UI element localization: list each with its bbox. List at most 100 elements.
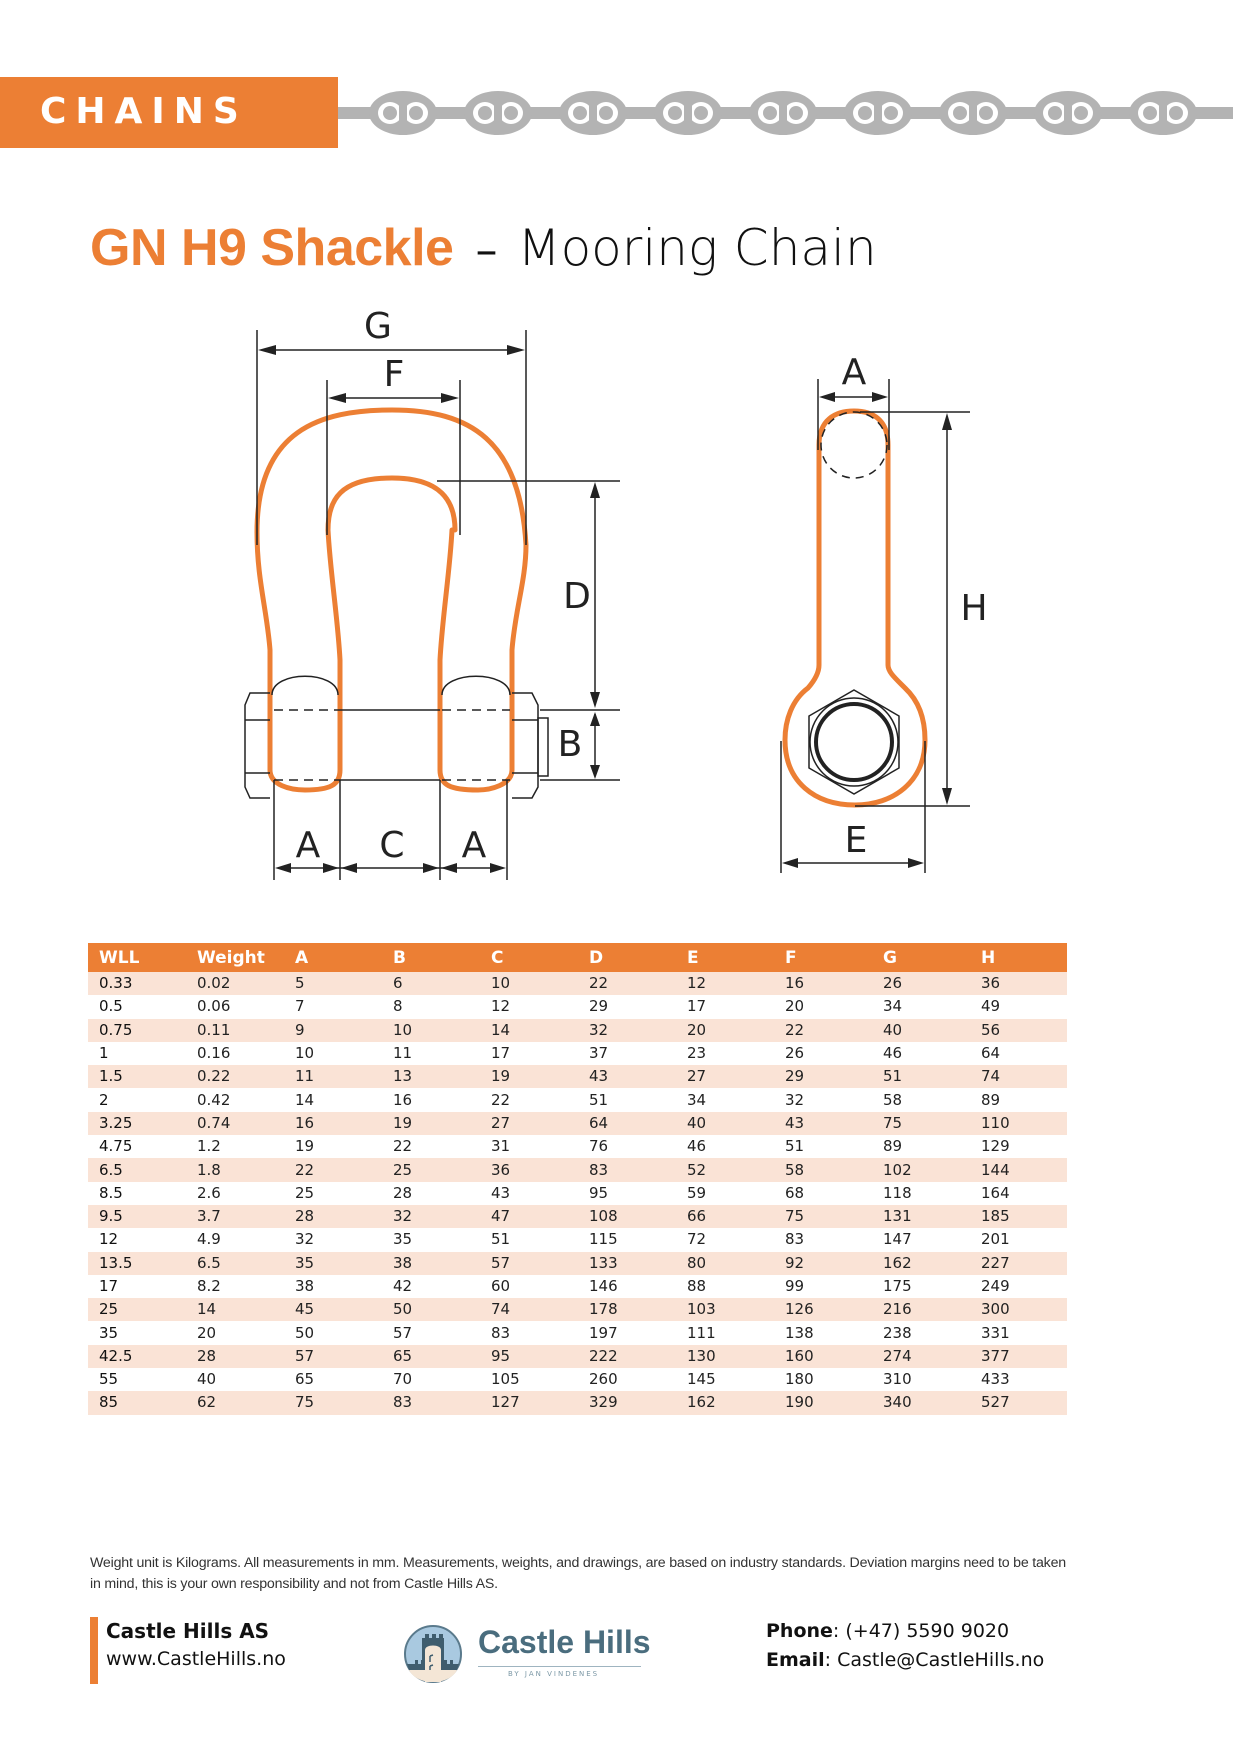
table-cell-c: 36 [480, 1158, 578, 1182]
section-header-band: CHAINS [0, 77, 338, 148]
table-cell-c: 19 [480, 1065, 578, 1089]
column-header-b: B [382, 943, 480, 972]
table-cell-d: 51 [589, 1090, 609, 1109]
table-cell-d: 115 [589, 1230, 618, 1249]
table-cell-d: 329 [578, 1391, 676, 1415]
table-cell-f: 16 [774, 972, 872, 996]
table-cell-weight: 4.9 [197, 1230, 221, 1249]
table-cell-weight: 0.42 [197, 1090, 231, 1109]
table-cell-weight: 6.5 [186, 1251, 284, 1275]
table-cell-h: 110 [970, 1111, 1067, 1136]
table-cell-g: 102 [872, 1158, 970, 1182]
table-cell-weight: 0.06 [197, 997, 231, 1016]
table-cell-b: 35 [393, 1230, 413, 1249]
table-cell-f: 32 [785, 1090, 805, 1109]
table-cell-b: 38 [382, 1251, 480, 1275]
table-cell-wll: 1 [99, 1044, 109, 1063]
table-cell-weight: 62 [186, 1391, 284, 1415]
contact-info: Phone: (+47) 5590 9020 Email: Castle@Cas… [766, 1617, 1044, 1675]
table-cell-f: 92 [774, 1251, 872, 1275]
dim-label-c: C [379, 825, 404, 866]
column-header-e: E [676, 943, 774, 972]
table-cell-wll: 55 [99, 1370, 119, 1389]
table-cell-b: 57 [393, 1323, 413, 1342]
table-cell-wll: 12 [99, 1230, 119, 1249]
table-cell-weight: 0.74 [186, 1111, 284, 1136]
table-cell-d: 108 [578, 1204, 676, 1229]
table-cell-a: 5 [284, 972, 382, 996]
dim-label-b: B [558, 724, 583, 765]
table-cell-e: 17 [687, 997, 707, 1016]
email-line: Email: Castle@CastleHills.no [766, 1649, 1045, 1671]
table-cell-h: 227 [970, 1251, 1067, 1275]
table-cell-b: 16 [393, 1090, 413, 1109]
table-cell-g: 34 [883, 997, 903, 1016]
column-header-f: F [774, 943, 872, 972]
table-cell-c: 31 [491, 1137, 511, 1156]
chain-link-icon [464, 91, 532, 135]
table-cell-e: 20 [676, 1018, 774, 1042]
table-cell-e: 23 [687, 1044, 707, 1063]
table-cell-f: 51 [785, 1137, 805, 1156]
table-cell-c: 51 [491, 1230, 511, 1249]
table-cell-a: 28 [284, 1204, 382, 1229]
table-cell-weight: 1.8 [186, 1158, 284, 1182]
table-cell-b: 65 [382, 1344, 480, 1369]
product-name: GN H9 Shackle [90, 219, 454, 277]
table-cell-a: 14 [295, 1090, 315, 1109]
table-cell-d: 22 [578, 972, 676, 996]
table-cell-b: 32 [382, 1204, 480, 1229]
table-header-row: WLL Weight A B C D E F G H [88, 943, 1067, 972]
table-cell-f: 22 [774, 1018, 872, 1042]
table-cell-g: 75 [872, 1111, 970, 1136]
chain-link-icon [749, 91, 817, 135]
table-cell-f: 180 [785, 1370, 814, 1389]
table-cell-a: 10 [295, 1044, 315, 1063]
column-header-h: H [970, 943, 1067, 972]
table-cell-a: 9 [284, 1018, 382, 1042]
logo-wordmark: Castle Hills [478, 1624, 651, 1660]
table-cell-f: 83 [785, 1230, 805, 1249]
table-cell-g: 216 [872, 1298, 970, 1322]
table-cell-g: 147 [883, 1230, 912, 1249]
table-cell-b: 25 [382, 1158, 480, 1182]
table-cell-h: 56 [970, 1018, 1067, 1042]
phone-number[interactable]: (+47) 5590 9020 [845, 1620, 1010, 1642]
website-link[interactable]: www.CastleHills.no [106, 1648, 286, 1670]
chain-link-icon [844, 91, 912, 135]
table-cell-b: 42 [393, 1277, 413, 1295]
table-cell-b: 13 [382, 1065, 480, 1089]
table-cell-e: 88 [687, 1277, 707, 1295]
table-cell-e: 66 [676, 1204, 774, 1229]
table-cell-h: 300 [970, 1298, 1067, 1322]
table-cell-d: 222 [578, 1344, 676, 1369]
table-cell-wll: 0.33 [88, 972, 186, 996]
table-cell-b: 6 [382, 972, 480, 996]
table-cell-d: 178 [578, 1298, 676, 1322]
table-cell-c: 43 [491, 1183, 511, 1202]
table-cell-h: 74 [970, 1065, 1067, 1089]
table-cell-wll: 3.25 [88, 1111, 186, 1136]
table-cell-g: 51 [872, 1065, 970, 1089]
table-cell-b: 83 [382, 1391, 480, 1415]
table-cell-g: 89 [883, 1137, 903, 1156]
table-cell-e: 145 [687, 1370, 716, 1389]
product-category: Mooring Chain [517, 219, 877, 277]
dim-label-g: G [364, 306, 392, 347]
table-cell-e: 130 [676, 1344, 774, 1369]
dim-label-e: E [845, 820, 868, 861]
table-cell-c: 47 [480, 1204, 578, 1229]
table-cell-weight: 40 [197, 1370, 217, 1389]
table-cell-wll: 17 [99, 1277, 119, 1295]
table-cell-d: 197 [589, 1323, 618, 1342]
email-address[interactable]: Castle@CastleHills.no [837, 1649, 1045, 1671]
table-cell-c: 10 [480, 972, 578, 996]
table-cell-b: 8 [393, 997, 403, 1016]
table-cell-wll: 6.5 [88, 1158, 186, 1182]
